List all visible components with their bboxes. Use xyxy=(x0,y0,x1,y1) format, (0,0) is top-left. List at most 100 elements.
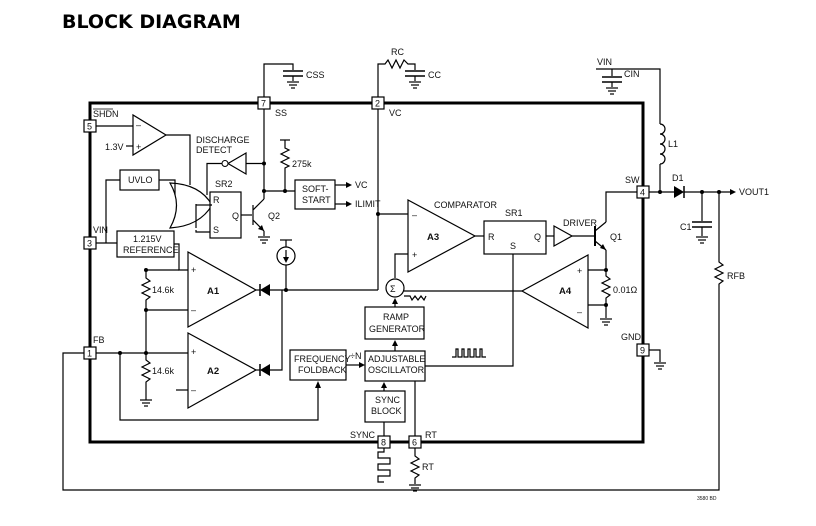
svg-text:FB: FB xyxy=(93,335,105,345)
svg-text:5: 5 xyxy=(87,122,92,132)
current-sense-amp-a4: A4 + – xyxy=(404,253,606,330)
svg-text:VOUT1: VOUT1 xyxy=(739,187,769,197)
diode-a1 xyxy=(256,284,378,296)
svg-text:FREQUENCY: FREQUENCY xyxy=(294,354,351,364)
svg-text:6: 6 xyxy=(412,438,417,448)
rc-cc-network: RC CC xyxy=(377,47,441,97)
svg-text:OSCILLATOR: OSCILLATOR xyxy=(368,365,425,375)
output-capacitor-c1: C1 xyxy=(680,192,712,244)
svg-text:VIN: VIN xyxy=(93,225,108,235)
svg-text:RAMP: RAMP xyxy=(383,312,409,322)
svg-text:RFB: RFB xyxy=(727,271,745,281)
diode-d1: D1 VOUT1 xyxy=(672,173,769,198)
svg-text:1.215V: 1.215V xyxy=(133,234,162,244)
svg-text:Q: Q xyxy=(232,211,239,221)
svg-text:SR1: SR1 xyxy=(505,208,523,218)
svg-text:RT: RT xyxy=(425,430,437,440)
svg-text:–: – xyxy=(577,307,582,317)
svg-text:START: START xyxy=(302,195,331,205)
svg-text:COMPARATOR: COMPARATOR xyxy=(434,200,498,210)
pin-fb: 1 FB xyxy=(83,335,105,360)
resistor-146k-top: 14.6k xyxy=(140,270,175,310)
svg-text:+: + xyxy=(191,347,196,357)
ref-to-a1 xyxy=(174,243,188,271)
svg-text:DRIVER: DRIVER xyxy=(563,218,598,228)
page-title: BLOCK DIAGRAM xyxy=(62,11,241,33)
diode-a2 xyxy=(256,290,283,376)
svg-text:SYNC: SYNC xyxy=(350,430,376,440)
svg-text:–: – xyxy=(136,120,141,130)
sense-resistor: 0.01Ω xyxy=(600,270,638,326)
pin-vin: 3 VIN xyxy=(83,225,108,250)
svg-text:Q: Q xyxy=(534,232,541,242)
css-capacitor: CSS xyxy=(263,63,325,97)
pulse-train-symbol xyxy=(452,348,486,358)
svg-text:GENERATOR: GENERATOR xyxy=(369,324,426,334)
svg-text:14.6k: 14.6k xyxy=(152,366,175,376)
soft-start-block: SOFT- START VC ILIMIT xyxy=(294,179,381,210)
svg-text:VIN: VIN xyxy=(597,57,612,67)
svg-text:7: 7 xyxy=(261,99,266,109)
svg-text:CSS: CSS xyxy=(306,70,325,80)
pin-shdn: 5 SHDN xyxy=(83,108,119,133)
svg-text:RC: RC xyxy=(391,47,404,57)
q1-transistor: Q1 xyxy=(594,191,637,270)
svg-text:RT: RT xyxy=(422,462,434,472)
frequency-foldback-block: FREQUENCY FOLDBACK ÷N xyxy=(289,349,365,381)
svg-text:VC: VC xyxy=(389,108,402,118)
svg-text:8: 8 xyxy=(381,438,386,448)
adjustable-oscillator-block: ADJUSTABLE OSCILLATOR xyxy=(364,340,426,436)
svg-text:A4: A4 xyxy=(559,286,572,297)
sync-pulse-symbol xyxy=(377,448,391,483)
svg-text:SYNC: SYNC xyxy=(375,395,401,405)
svg-text:Q1: Q1 xyxy=(610,232,622,242)
svg-text:–: – xyxy=(191,385,196,395)
svg-text:S: S xyxy=(213,225,219,235)
svg-text:CC: CC xyxy=(428,70,441,80)
svg-text:+: + xyxy=(191,265,196,275)
svg-text:L1: L1 xyxy=(668,139,678,149)
junction-dot xyxy=(658,190,662,194)
q2-transistor: Q2 xyxy=(252,109,280,244)
vin-input-network: VIN CIN xyxy=(596,57,661,124)
sync-block: SYNC BLOCK xyxy=(364,382,406,436)
svg-text:A1: A1 xyxy=(207,286,220,297)
svg-text:GND: GND xyxy=(621,332,642,342)
uvlo-block: UVLO xyxy=(105,169,176,243)
svg-text:SHDN: SHDN xyxy=(93,109,119,119)
amp-a2: A2 + – xyxy=(187,331,258,410)
summing-node: Σ xyxy=(385,278,427,302)
svg-text:S: S xyxy=(510,241,516,251)
shutdown-comparator: – + 1.3V xyxy=(96,113,191,185)
junction-dot xyxy=(284,288,288,292)
svg-text:1: 1 xyxy=(87,349,92,359)
svg-text:SW: SW xyxy=(625,175,640,185)
svg-text:UVLO: UVLO xyxy=(128,175,153,185)
svg-text:Q2: Q2 xyxy=(268,211,280,221)
svg-text:DISCHARGE: DISCHARGE xyxy=(196,135,250,145)
svg-text:–: – xyxy=(191,305,196,315)
sr1-latch: SR1 R S Q xyxy=(425,208,554,367)
svg-text:SR2: SR2 xyxy=(215,179,233,189)
svg-text:C1: C1 xyxy=(680,222,692,232)
svg-text:BLOCK: BLOCK xyxy=(371,406,402,416)
svg-text:0.01Ω: 0.01Ω xyxy=(613,285,638,295)
current-source xyxy=(276,239,296,290)
resistor-146k-bot: 14.6k xyxy=(140,353,175,407)
svg-text:SOFT-: SOFT- xyxy=(302,184,329,194)
error-amp-a1: A1 + – xyxy=(187,250,258,329)
pin-gnd: 9 GND xyxy=(621,332,650,357)
svg-text:–: – xyxy=(412,210,417,220)
fb-wire xyxy=(96,351,321,421)
svg-text:SS: SS xyxy=(275,108,287,118)
junction-dot xyxy=(262,161,266,166)
svg-text:FOLDBACK: FOLDBACK xyxy=(298,365,347,375)
gnd-symbol xyxy=(649,349,666,370)
svg-text:9: 9 xyxy=(640,346,645,356)
pin-ss: 7 SS xyxy=(257,96,287,118)
svg-text:+: + xyxy=(577,266,582,276)
reference-block: 1.215V REFERENCE xyxy=(116,230,179,258)
svg-text:A2: A2 xyxy=(207,366,219,377)
svg-text:ILIMIT: ILIMIT xyxy=(355,199,381,209)
